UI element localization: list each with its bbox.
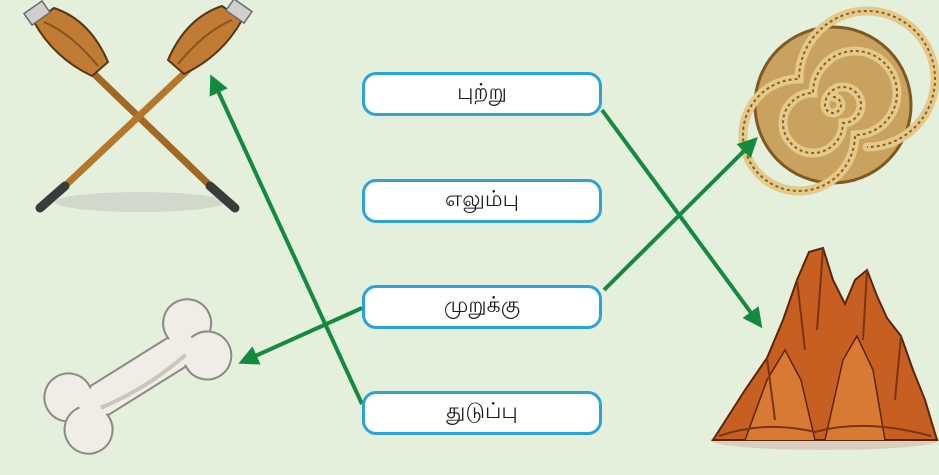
- arrow-murukku-to-snack: [602, 137, 758, 292]
- word-label: எலும்பு: [445, 187, 519, 212]
- word-label: துடுப்பு: [446, 399, 518, 424]
- word-label: புற்று: [457, 80, 507, 105]
- word-box-murukku[interactable]: முறுக்கு: [362, 285, 602, 329]
- murukku-snack-icon[interactable]: [738, 6, 939, 196]
- word-label: முறுக்கு: [443, 293, 521, 318]
- arrow-thudupu-to-oars: [209, 74, 364, 405]
- arrow-murukku-to-bone: [238, 306, 363, 365]
- word-box-putru[interactable]: புற்று: [362, 72, 602, 116]
- arrow-putru-to-anthill: [600, 108, 763, 329]
- word-box-elumbu[interactable]: எலும்பு: [362, 179, 602, 223]
- word-box-thudupu[interactable]: துடுப்பு: [362, 391, 602, 435]
- bone-icon[interactable]: [30, 292, 245, 462]
- crossed-oars-icon[interactable]: [20, 0, 260, 220]
- anthill-icon[interactable]: [705, 240, 939, 450]
